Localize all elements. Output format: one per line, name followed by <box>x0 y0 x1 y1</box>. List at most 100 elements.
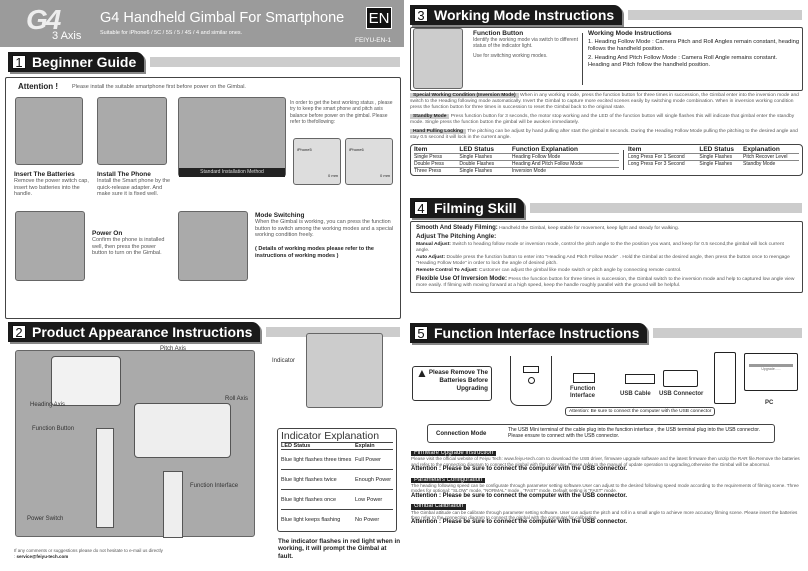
col-header: Explain <box>355 443 375 449</box>
auto-text: Double press the function button to ente… <box>416 255 790 266</box>
step-title: Mode Switching <box>255 212 305 219</box>
label-function-button: Function Button <box>32 426 75 432</box>
section-number: 2 <box>12 325 26 340</box>
flex-label: Flexible Use Of Inversion Mode: <box>416 276 508 282</box>
cell: Single Flashes <box>459 154 493 160</box>
label-function-interface: Function Interface <box>190 483 239 489</box>
table-row: Blue light flashes twice Enough Power <box>281 470 393 490</box>
cell: Double Press <box>414 161 445 167</box>
cell: Heading And Pitch Follow Mode <box>511 161 583 167</box>
email-link[interactable]: service@feiyu-tech.com <box>16 553 69 559</box>
label-indicator: Indicator <box>272 358 296 364</box>
label-heading-axis: Heading Axis <box>30 402 66 408</box>
attention-label: Attention ! <box>18 82 58 91</box>
attention-text: Please install the suitable smartphone f… <box>72 84 246 90</box>
usb-connector-label: USB Connector <box>659 391 704 397</box>
iphone5-label: iPhone5 <box>297 147 312 152</box>
page-title: G4 Handheld Gimbal For Smartphone <box>100 10 345 26</box>
logo-mark: G4 <box>26 4 61 35</box>
section-2-heading: 2 Product Appearance Instructions <box>8 322 261 342</box>
cell: Blue light flashes twice <box>281 476 337 483</box>
section-title: Filming Skill <box>434 200 517 216</box>
usb-cable-icon <box>625 374 655 384</box>
divider <box>266 327 400 337</box>
cell: Heading Follow Mode <box>511 154 561 160</box>
upgrade-text: Upgrade...... <box>761 367 781 371</box>
mode-switch-illustration <box>178 211 248 281</box>
warning-icon: ▲ <box>416 366 428 380</box>
fb-title: Function Button <box>473 30 524 37</box>
cell: Enough Power <box>355 476 392 483</box>
standard-install-illustration <box>178 97 286 177</box>
beginner-guide-box <box>5 77 401 319</box>
table-row: Blue light flashes once Low Power <box>281 490 393 510</box>
iphone6-label: iPhone6 <box>349 147 364 152</box>
doc-code: FEIYU-EN-1 <box>355 37 392 44</box>
step-text: Remove the power switch cap, insert two … <box>14 178 89 197</box>
button-tables: Item LED Status Function Explanation Singl… <box>410 144 803 176</box>
section-tag: Gimbal Calibration <box>411 503 467 510</box>
indicator-note: The indicator flashes in red light when … <box>278 538 401 560</box>
manual-text: Switch to heading follow mode or inversi… <box>416 242 784 253</box>
batteries-illustration <box>15 97 83 165</box>
iphone5-illustration: iPhone5 0 mm <box>293 138 341 185</box>
step-text: Install the Smart phone by the quick-rel… <box>97 178 171 197</box>
col-header: Item <box>414 146 428 153</box>
gimbal-port-illustration <box>510 356 552 406</box>
section-title: Product Appearance Instructions <box>32 324 253 340</box>
section-title: Working Mode Instructions <box>434 7 615 23</box>
cell: Standby Mode <box>743 161 776 167</box>
label-pitch-axis: Pitch Axis <box>160 346 187 352</box>
subtitle: Suitable for iPhone6 / 5C / 5S / 5 / 4S … <box>100 30 243 36</box>
cell: Full Power <box>355 456 381 463</box>
section-number: 5 <box>414 326 428 341</box>
step-text: Confirm the phone is installed well, the… <box>92 237 165 256</box>
smooth-text: Handheld the Gimbal, keep stable for mov… <box>499 226 680 231</box>
auto-label: Auto Adjust: <box>416 255 446 260</box>
col-header: LED Status <box>699 146 735 153</box>
section-5-heading: 5 Function Interface Instructions <box>410 323 648 343</box>
section-text: Please visit the official website of Fei… <box>411 456 800 467</box>
cell: Inversion Mode <box>511 168 547 174</box>
pc-label: PC <box>765 400 774 406</box>
wm-title: Working Mode Instructions <box>588 30 672 37</box>
attention-line: Attention : Please be sure to connect th… <box>411 519 628 526</box>
section-2-header-row: 2 Product Appearance Instructions <box>8 322 400 342</box>
attention-line: Attention : Please be sure to connect th… <box>411 466 628 473</box>
usb-connector-icon <box>663 370 698 387</box>
mm-label: 0 mm <box>328 173 338 178</box>
step-text: When the Gimbal is working, you can pres… <box>255 219 394 238</box>
section-text: The Gimbal attitude can be calibrate thr… <box>411 509 798 521</box>
attention-line: Attention : Please be sure to connect th… <box>411 492 628 499</box>
col-header: Item <box>628 146 642 153</box>
col-header: Function Explanation <box>511 146 578 153</box>
pc-tower-icon <box>714 352 736 404</box>
cell: Low Power <box>355 496 383 503</box>
mm-label: 0 mm <box>380 173 390 178</box>
filming-skill-box: Smooth And Steady Filming: Handheld the … <box>410 221 803 293</box>
cell: Blue light flashes once <box>281 496 337 503</box>
special-tag: Special Working Condition (Inversion Mod… <box>410 93 519 98</box>
flex-text: Press the function button for three time… <box>416 277 795 288</box>
usb-cable-label: USB Cable <box>620 391 651 397</box>
label-power-switch: Power Switch <box>27 516 64 522</box>
indicator-title: Indicator Explanation <box>281 430 393 443</box>
product-illustration <box>15 350 255 538</box>
footer-note: If any comments or suggestions please do… <box>14 548 164 559</box>
section-title: Function Interface Instructions <box>434 325 640 341</box>
